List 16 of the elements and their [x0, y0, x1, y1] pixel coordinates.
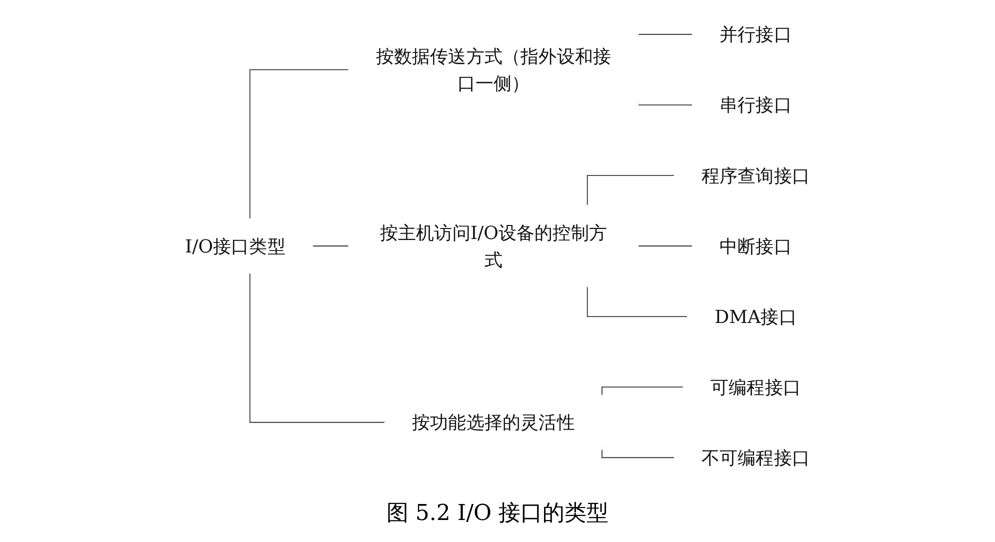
node-text: 不可编程接口 [701, 446, 810, 468]
node-text: 程序查询接口 [701, 164, 810, 186]
node-text: 并行接口 [720, 24, 792, 46]
node-text: 串行接口 [720, 94, 792, 116]
caption: 图 5.2 I/O 接口的类型 [386, 500, 609, 528]
node-text: 按主机访问I/O设备的控制方式 [380, 222, 607, 270]
connector [586, 175, 675, 206]
connector [586, 286, 688, 317]
node-text: 按数据传送方式（指外设和接口一侧） [376, 45, 612, 94]
node-text: DMA接口 [714, 306, 797, 328]
node-text: 中断接口 [720, 235, 792, 257]
connector [249, 272, 386, 423]
connector [249, 69, 350, 220]
node-text: I/O接口类型 [185, 235, 286, 257]
node-text: 按功能选择的灵活性 [412, 412, 575, 434]
node-text: 可编程接口 [710, 376, 801, 398]
